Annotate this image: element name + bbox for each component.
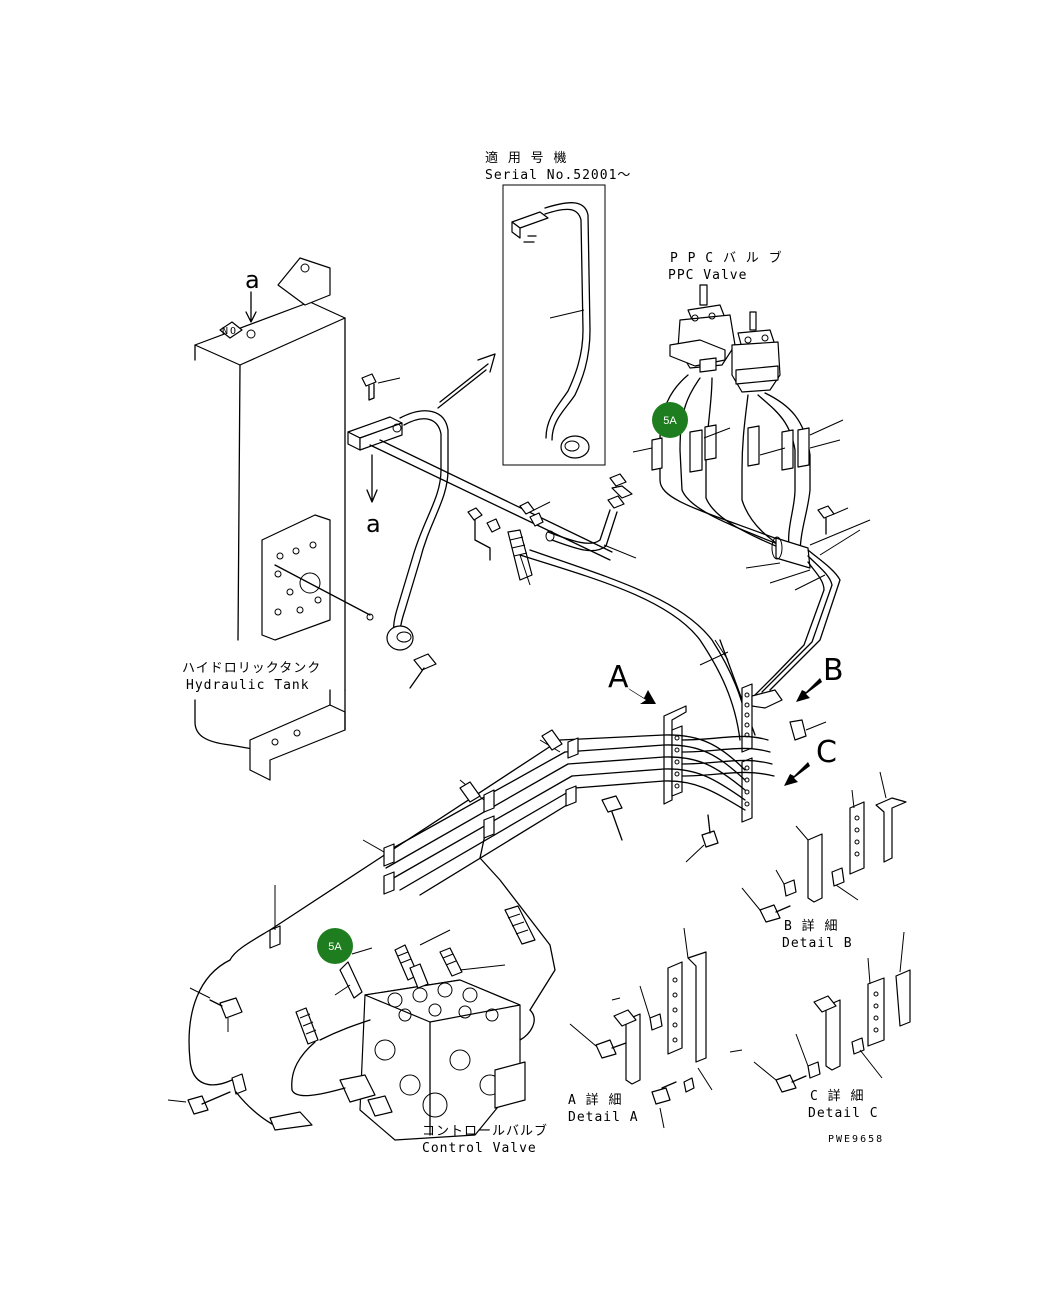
ref-a-bottom: a (366, 510, 381, 538)
badge-top[interactable] (652, 402, 688, 438)
tank-bracket (277, 257, 331, 306)
bolt-tank-low (413, 653, 437, 671)
view-a-arrow (628, 688, 656, 704)
badge-top-label: 5A (663, 415, 677, 427)
tank-label-ja: ハイドロリックタンク (182, 661, 321, 676)
tank-pipe-clamp (386, 625, 414, 651)
ppc-valve: P P C バ ル ブ PPC Valve (632, 250, 871, 696)
detail-a: A 詳 細 Detail A (568, 927, 713, 1129)
ppc-label-ja: P P C バ ル ブ (670, 250, 783, 266)
serial-inset-frame (502, 184, 606, 466)
ref-a-top: a (245, 266, 260, 294)
bolt-top-1 (361, 373, 377, 387)
view-b-arrow (796, 678, 822, 702)
serial-label-ja: 適 用 号 機 (485, 150, 567, 166)
ref-a-bottom-arrow (366, 454, 378, 503)
detail-b-label-ja: B 詳 細 (784, 918, 838, 934)
detail-c-label-ja: C 詳 細 (810, 1088, 864, 1104)
control-valve: 5A コントロールバルブ Control Valve (167, 905, 548, 1156)
hydraulic-tank: NO ハイドロリックタンク Hydraulic Tank (182, 257, 374, 781)
view-a-label: A (608, 660, 629, 695)
detail-c-label-en: Detail C (808, 1106, 879, 1121)
serial-inset: 適 用 号 機 Serial No.52001〜 (485, 150, 631, 466)
ref-a-top-arrow (245, 291, 257, 323)
control-label-en: Control Valve (422, 1141, 537, 1156)
detail-c: C 詳 細 Detail C (729, 931, 911, 1121)
view-c-label: C (816, 735, 837, 770)
detail-b-label-en: Detail B (782, 936, 853, 951)
badge-bottom[interactable] (317, 928, 353, 964)
detail-a-label-en: Detail A (568, 1110, 639, 1125)
svg-text:NO: NO (222, 326, 238, 337)
inset-arrow (439, 353, 496, 403)
drawing-number: PWE9658 (828, 1134, 884, 1145)
tank-side-plate (261, 514, 331, 641)
hose-bundle-clamp (775, 537, 811, 569)
detail-b: B 詳 細 Detail B (741, 771, 907, 951)
main-lines: A B C (229, 549, 844, 1011)
tank-base-bracket (249, 704, 346, 781)
serial-label-en: Serial No.52001〜 (485, 168, 631, 183)
view-b-label: B (823, 653, 844, 688)
view-c-arrow (784, 762, 810, 786)
ppc-label-en: PPC Valve (668, 268, 747, 283)
detail-a-label-ja: A 詳 細 (568, 1092, 622, 1108)
tank-label-en: Hydraulic Tank (186, 678, 310, 693)
control-label-ja: コントロールバルブ (422, 1123, 548, 1139)
badge-bottom-label: 5A (328, 941, 342, 953)
tank-return-pipe (347, 373, 637, 689)
